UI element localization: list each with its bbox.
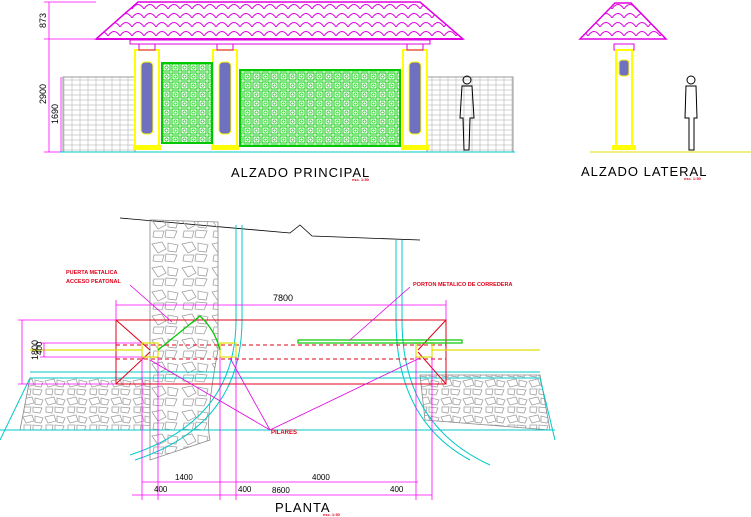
leader-lines [129,284,421,431]
pillar-left [133,43,161,150]
dim-top: 7800 [273,293,293,303]
pedestrian-gate-elevation [161,62,213,144]
dim-400-b: 400 [238,485,252,494]
side-elevation-scale: esc. 1:50 [684,176,702,181]
dim-400-c: 400 [390,485,404,494]
stone-area-right [419,374,551,431]
dim-4000: 4000 [312,473,330,482]
plan-view: PUERTA METALICA ACCESO PEATONAL PORTON M… [0,217,556,517]
label-sliding-gate: PORTON METALICO DE CORREDERA [413,282,512,288]
human-figure-main [459,75,475,151]
main-elevation: 873 2900 1690 ALZADO PRINCIPAL esc. 1:50 [38,1,515,182]
side-elevation-title: ALZADO LATERAL [581,164,707,179]
dim-400-a: 400 [154,485,168,494]
main-elevation-dimensions [44,1,96,153]
plan-scale: esc. 1:50 [323,512,341,517]
sliding-gate-elevation [239,69,401,147]
pedestrian-door-plan [157,315,221,351]
stone-area-left [19,377,151,431]
plan-dimensions [18,300,447,500]
dim-1400: 1400 [175,473,193,482]
label-pillars: PILARES [271,430,297,436]
label-pedestrian-door-2: ACCESO PEATONAL [66,279,121,285]
dim-total: 2900 [38,84,48,104]
human-figure-side [684,75,698,151]
left-brick-wall [62,76,136,153]
label-pedestrian-door-1: PUERTA METALICA [66,270,118,276]
plan-title: PLANTA [275,500,331,515]
sliding-gate-plan [297,339,463,344]
main-elevation-title: ALZADO PRINCIPAL [231,165,370,180]
dim-total-bottom: 8600 [272,486,290,495]
pillar-center [211,43,239,150]
main-elevation-scale: esc. 1:50 [352,177,370,182]
pillar-right [401,43,429,150]
side-elevation: ALZADO LATERAL esc. 1:50 [578,2,751,181]
side-roof [578,2,668,40]
stone-walkway-vertical [149,219,219,461]
dim-roof: 873 [38,13,48,28]
right-brick-wall [426,76,514,153]
main-roof [94,1,466,40]
dim-depth: 1800 [30,340,40,360]
curb-lines [0,225,556,466]
dim-pillar-depth: 400 [35,341,44,355]
dim-wall: 1690 [50,104,60,124]
